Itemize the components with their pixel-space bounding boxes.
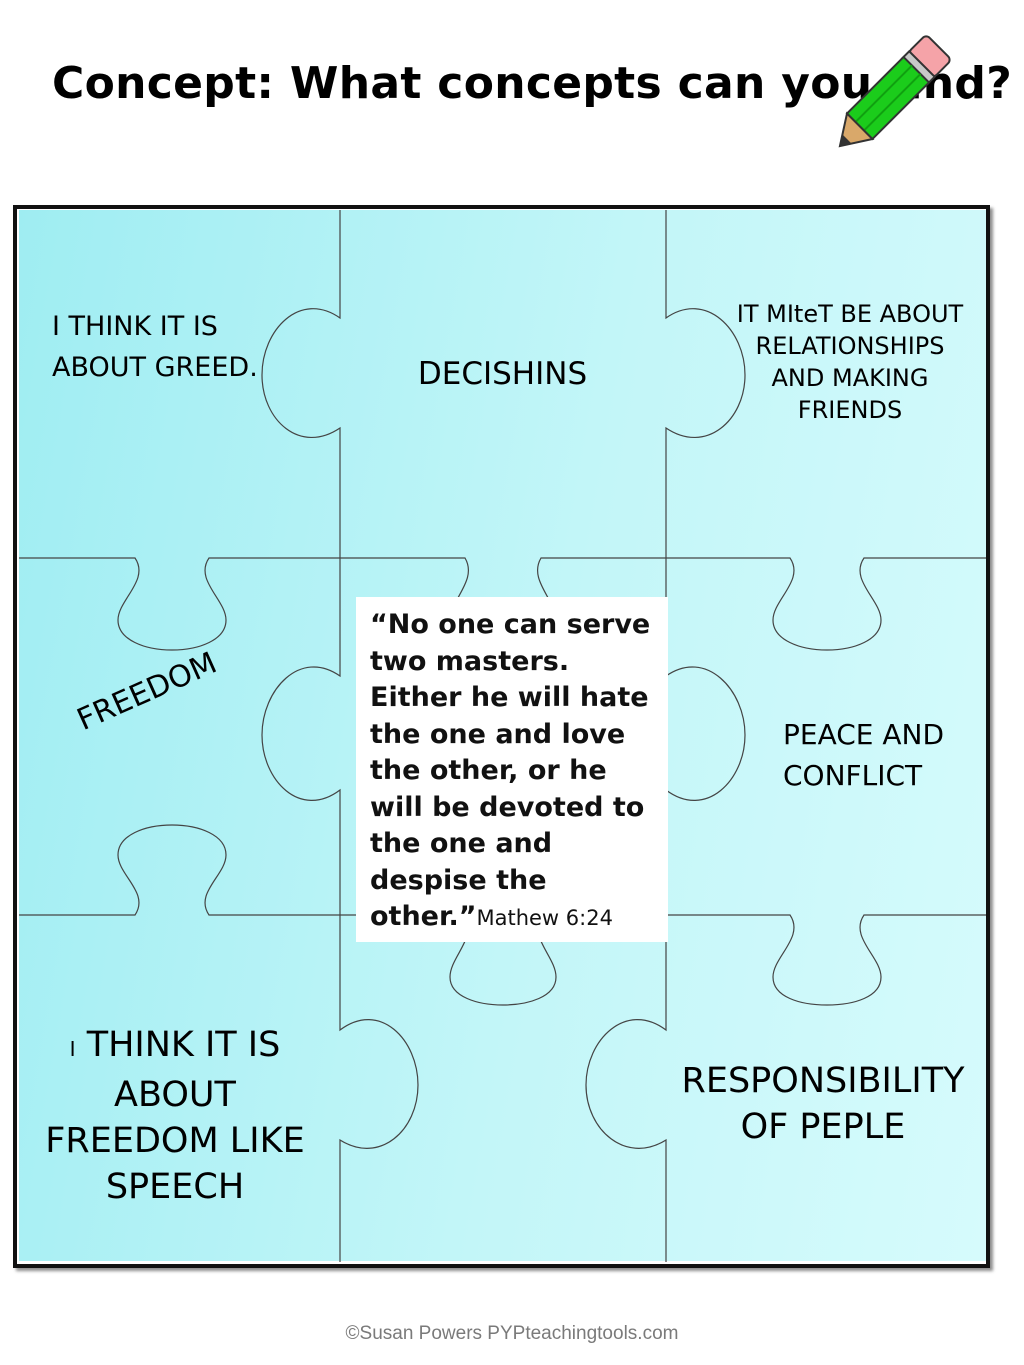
piece-freedom-speech-prefix: I bbox=[69, 1037, 76, 1061]
quote-box: “No one can serve two masters. Either he… bbox=[356, 597, 668, 942]
pencil-icon bbox=[838, 35, 951, 148]
piece-freedom-speech: I THINK IT IS ABOUT FREEDOM LIKE SPEECH bbox=[40, 1022, 310, 1210]
piece-decisions-text: DECISHINS bbox=[417, 356, 588, 392]
piece-relationships-text: IT MIteT BE ABOUT RELATIONSHIPS AND MAKI… bbox=[736, 300, 964, 424]
footer-credit: ©Susan Powers PYPteachingtools.com bbox=[345, 1323, 679, 1344]
quote-reference: Mathew 6:24 bbox=[476, 906, 613, 930]
quote-text: “No one can serve two masters. Either he… bbox=[370, 609, 651, 932]
piece-peace-conflict-text: PEACE AND CONFLICT bbox=[783, 718, 945, 792]
piece-responsibility-text: RESPONSIBILITY OF PEPLE bbox=[681, 1061, 965, 1147]
page-title: Concept: What concepts can you find? bbox=[52, 58, 1013, 109]
piece-freedom-speech-text: THINK IT IS ABOUT FREEDOM LIKE SPEECH bbox=[45, 1025, 305, 1207]
piece-greed-text: I THINK IT IS ABOUT GREED. bbox=[52, 311, 258, 383]
